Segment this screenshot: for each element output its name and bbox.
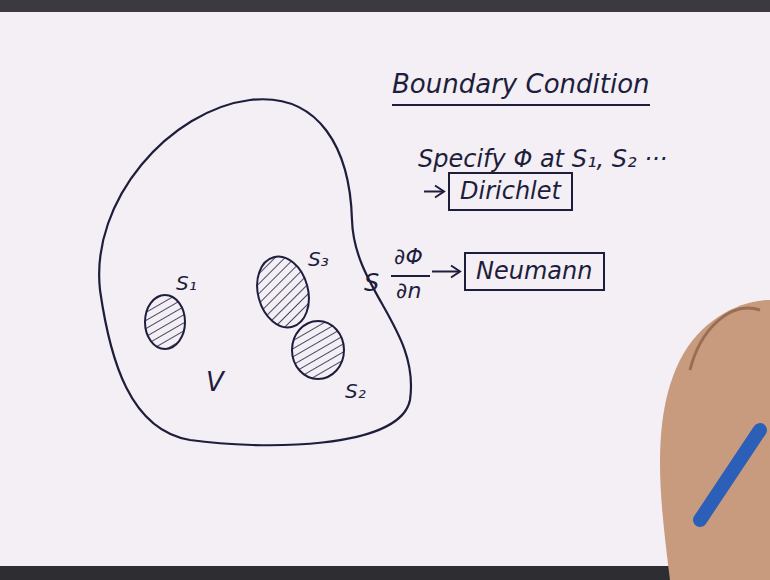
marker-pen (700, 430, 760, 520)
hatched-hole (292, 321, 344, 379)
term-text: Dirichlet (460, 177, 561, 206)
boxed-term: Neumann (464, 252, 605, 291)
arrow-line (432, 271, 460, 273)
heading: Boundary Condition (392, 70, 650, 106)
fraction-bar (391, 275, 430, 277)
arrow-line (424, 191, 444, 193)
boxed-term: Dirichlet (448, 172, 573, 211)
region-boundary (99, 99, 411, 445)
arrow-head (451, 266, 460, 278)
hatched-hole (250, 251, 317, 333)
top-edge (0, 0, 770, 12)
arrow-head (435, 186, 444, 198)
term-text: Neumann (476, 257, 593, 286)
note-text: Specify Φ at S₁, S₂ ··· (418, 146, 667, 174)
symbol-label: ∂n (396, 278, 421, 303)
hand (660, 300, 770, 580)
symbol-label: V (206, 368, 224, 398)
bottom-edge (0, 566, 770, 580)
symbol-label: ∂Φ (394, 244, 423, 269)
symbol-label: S₂ (345, 380, 366, 403)
symbol-label: S₃ (308, 248, 329, 271)
hatched-hole (145, 295, 185, 349)
symbol-label: S (364, 270, 379, 298)
hand-finger (690, 308, 760, 370)
symbol-label: S₁ (176, 272, 197, 295)
